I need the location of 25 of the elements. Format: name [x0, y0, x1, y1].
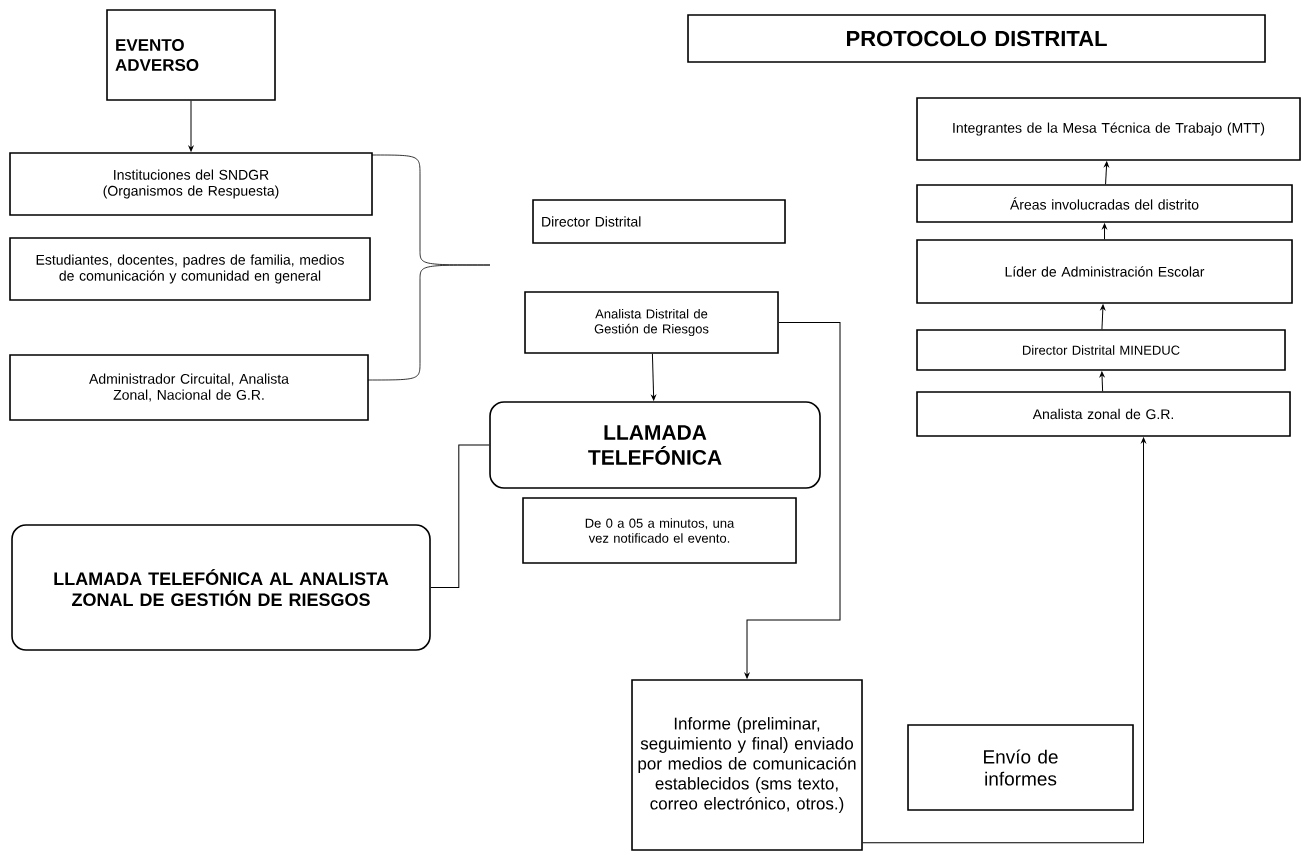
rounded-box: LLAMADA TELEFÓNICA AL ANALISTA ZONAL DE GESTIÓN DE RIESGOS: [11, 524, 431, 651]
arrow: [1099, 371, 1105, 392]
title-box: PROTOCOLO DISTRITAL: [687, 14, 1266, 63]
process-box: Envío de informes: [907, 724, 1134, 811]
arrow: [1104, 161, 1109, 185]
start-box: EVENTO ADVERSO: [106, 9, 276, 101]
process-box: Instituciones del SNDGR (Organismos de Respuesta): [9, 152, 373, 216]
note-box: De 0 a 05 a minutos, una vez notificado el evento.: [522, 497, 797, 564]
process-box: Analista zonal de G.R.: [916, 391, 1291, 437]
arrow: [188, 100, 194, 152]
arrow: [862, 437, 1146, 844]
arrow: [1102, 223, 1107, 240]
arrow: [744, 322, 841, 679]
arrow: [1100, 304, 1106, 330]
process-box: Director Distrital MINEDUC: [916, 329, 1286, 371]
process-box: Informe (preliminar, seguimiento y final) enviado por medios de comunicación establecidos (sms texto, correo electrónico, otros.): [631, 679, 863, 851]
process-box: Administrador Circuital, Analista Zonal, Nacional de G.R.: [9, 354, 369, 421]
rounded-box: LLAMADA TELEFÓNICA: [489, 401, 821, 489]
process-box: Estudiantes, docentes, padres de familia, medios de comunicación y comunidad en general: [9, 237, 371, 301]
process-box: Integrantes de la Mesa Técnica de Trabajo (MTT): [916, 97, 1301, 161]
arrow: [651, 353, 656, 401]
process-box: Áreas involucradas del distrito: [916, 184, 1293, 223]
process-box: Director Distrital: [532, 199, 786, 244]
process-box: Analista Distrital de Gestión de Riesgos: [524, 291, 779, 354]
process-box: Líder de Administración Escolar: [916, 239, 1293, 304]
